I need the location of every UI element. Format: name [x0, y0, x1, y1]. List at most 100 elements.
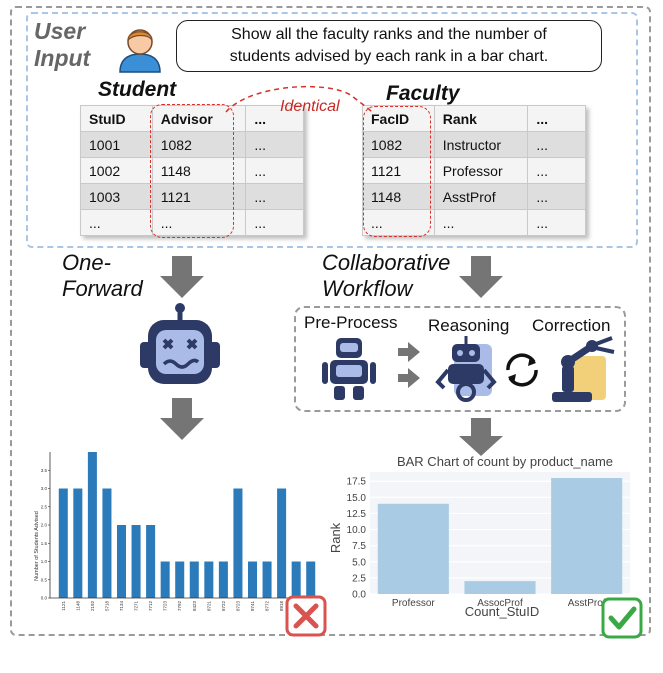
student-cell: ... — [80, 209, 153, 236]
left-chart-bar — [218, 561, 228, 598]
student-table: StuID Advisor ... 1001 1082 ... 1002 114… — [80, 105, 304, 236]
left-chart-bar — [73, 488, 83, 598]
left-chart-ytick-label: 2.5 — [41, 504, 48, 509]
facid-highlight-box — [363, 106, 431, 237]
faculty-cell: AsstProf — [433, 183, 529, 210]
arrow-down-icon — [160, 398, 204, 440]
left-chart-xtick-label: 7134 — [119, 601, 124, 612]
left-chart-xtick-label: 7723 — [163, 601, 168, 612]
student-cell: ... — [245, 183, 304, 210]
left-chart-xtick-label: 1121 — [61, 601, 66, 611]
student-cell: 1148 — [151, 157, 247, 184]
left-chart-bar — [58, 488, 68, 598]
advisor-highlight-box — [150, 104, 234, 238]
student-header-cell: Advisor — [151, 105, 247, 132]
right-chart-ytick-label: 15.0 — [347, 493, 367, 504]
faculty-table-title: Faculty — [386, 82, 460, 105]
robot-arm-icon — [552, 336, 615, 402]
faculty-header-cell: ... — [527, 105, 586, 132]
question-line2: students advised by each rank in a bar c… — [229, 48, 549, 65]
user-input-panel — [26, 12, 638, 248]
left-chart-bar — [175, 561, 185, 598]
question-line1: Show all the faculty ranks and the numbe… — [231, 26, 547, 43]
left-chart-bar — [189, 561, 199, 598]
left-chart-bar — [146, 525, 156, 598]
student-cell: ... — [245, 209, 304, 236]
arrow-down-icon — [459, 418, 503, 456]
left-chart-bar — [160, 561, 170, 598]
right-chart-ytick-label: 17.5 — [347, 477, 367, 488]
left-chart-ytick-label: 1.0 — [41, 559, 48, 564]
right-chart-ytick-label: 0.0 — [352, 590, 366, 601]
student-cell: 1002 — [80, 157, 153, 184]
user-label-line1: User — [34, 18, 86, 44]
faculty-cell: ... — [433, 209, 529, 236]
one-forward-line1: One- — [62, 250, 111, 275]
student-cell: ... — [245, 157, 304, 184]
left-chart-ytick-label: 0.0 — [41, 596, 48, 601]
left-chart-xtick-label: 8722 — [221, 601, 226, 612]
arrow-right-icon — [398, 368, 420, 388]
identical-label: Identical — [280, 98, 340, 115]
outer-frame — [10, 6, 651, 636]
cycle-arrows-icon — [506, 353, 538, 387]
student-table-title: Student — [98, 78, 177, 101]
collab-line2: Workflow — [322, 276, 413, 301]
left-chart-bar — [262, 561, 272, 598]
left-chart-ytick-label: 1.5 — [41, 541, 48, 546]
right-chart-bar — [464, 581, 536, 594]
faculty-cell: ... — [527, 183, 586, 210]
faculty-cell: ... — [527, 131, 586, 158]
right-chart-ytick-label: 5.0 — [352, 557, 366, 568]
workflow-panel — [294, 306, 626, 412]
wrong-mark-icon — [285, 595, 327, 637]
collaborative-workflow-label: Collaborative Workflow — [322, 250, 450, 302]
collab-line1: Collaborative — [322, 250, 451, 275]
stage-reasoning-label: Reasoning — [428, 316, 510, 335]
student-cell: 1121 — [151, 183, 247, 210]
left-chart-bar — [233, 488, 243, 598]
left-chart-bar — [87, 452, 97, 598]
broken-robot-icon — [140, 303, 220, 384]
left-chart-xtick-label: 8918 — [279, 601, 284, 612]
faculty-header-cell: Rank — [433, 105, 529, 132]
right-chart-bar — [377, 503, 449, 594]
arrow-down-icon — [160, 256, 204, 298]
left-chart-xtick-label: 2192 — [90, 601, 95, 612]
left-chart-xtick-label: 8741 — [250, 601, 255, 612]
faculty-table: FacID Rank ... 1082 Instructor ... 1121 … — [362, 105, 586, 236]
left-chart-xtick-label: 7712 — [148, 601, 153, 612]
right-chart-xtick-label: AsstProf — [568, 598, 606, 609]
right-chart-ylabel: Rank — [328, 522, 343, 553]
left-chart-bar — [131, 525, 141, 598]
student-cell: 1003 — [80, 183, 153, 210]
left-chart-xtick-label: 7792 — [177, 601, 182, 612]
user-input-label: User Input — [34, 18, 114, 72]
left-chart-xtick-label: 5718 — [104, 601, 109, 612]
left-chart-xtick-label: 8721 — [206, 601, 211, 612]
left-chart-bar — [204, 561, 214, 598]
left-chart-ytick-label: 0.5 — [41, 577, 48, 582]
left-chart-ytick-label: 3.5 — [41, 468, 48, 473]
one-forward-line2: Forward — [62, 276, 143, 301]
left-chart-xtick-label: 7271 — [134, 601, 139, 612]
left-chart-bar — [291, 561, 301, 598]
student-cell: 1082 — [151, 131, 247, 158]
faculty-cell: 1148 — [362, 183, 435, 210]
faculty-cell: ... — [527, 209, 586, 236]
left-chart-ytick-label: 2.0 — [41, 523, 48, 528]
student-cell: ... — [151, 209, 247, 236]
left-chart-xtick-label: 1148 — [75, 601, 80, 611]
right-chart-ytick-label: 2.5 — [352, 573, 366, 584]
right-chart-ytick-label: 10.0 — [347, 525, 367, 536]
right-chart-xlabel: Count_StuID — [465, 604, 539, 619]
user-avatar-icon — [119, 29, 161, 73]
right-chart-ytick-label: 7.5 — [352, 541, 366, 552]
right-chart-xtick-label: Professor — [392, 598, 435, 609]
left-bar-chart: Number of Students Advised 0.0 0.5 1.0 1.5 2… — [30, 448, 326, 624]
question-bubble: Show all the faculty ranks and the numbe… — [176, 20, 602, 72]
left-chart-ylabel: Number of Students Advised — [34, 511, 40, 581]
left-chart-bar — [102, 488, 112, 598]
